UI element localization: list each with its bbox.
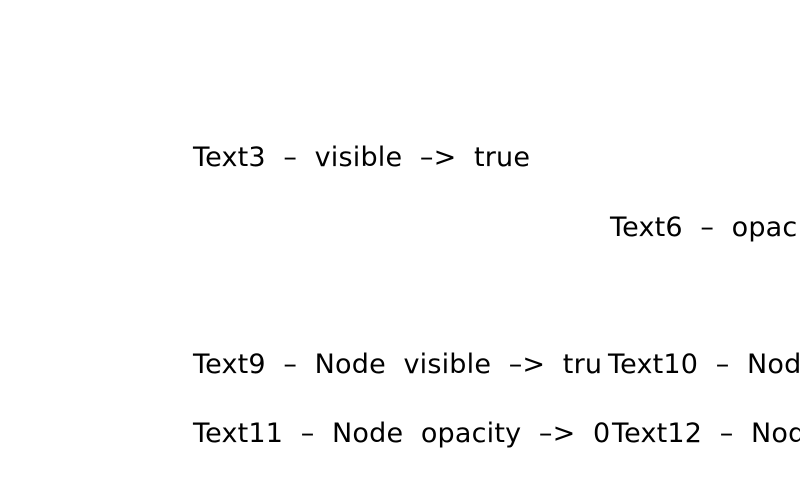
text-node-text6[interactable]: Text6 – opac xyxy=(610,212,798,244)
text-node-text12[interactable]: Text12 – Nod xyxy=(612,418,800,450)
text-node-text11[interactable]: Text11 – Node opacity –> 0 xyxy=(193,418,611,450)
text-node-text9[interactable]: Text9 – Node visible –> tru xyxy=(193,349,603,381)
text-node-text3[interactable]: Text3 – visible –> true xyxy=(193,142,531,174)
text-node-text10[interactable]: Text10 – Nod xyxy=(608,349,800,381)
